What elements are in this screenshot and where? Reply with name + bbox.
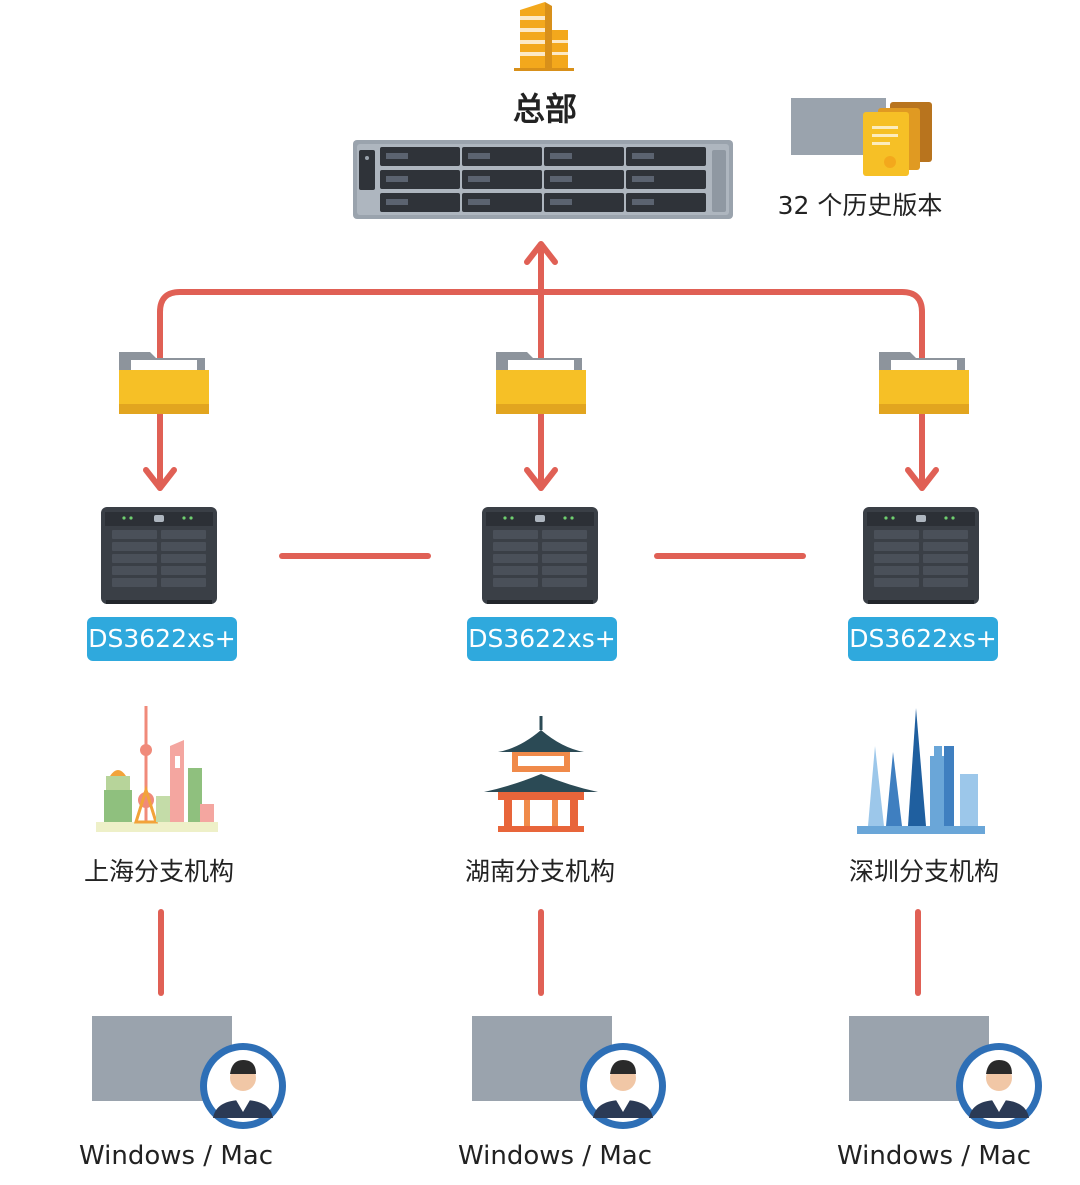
folder-icon xyxy=(496,352,586,414)
branch-name-shenzhen: 深圳分支机构 xyxy=(848,857,999,886)
client-os-label: Windows / Mac xyxy=(836,1141,1031,1171)
office-building-icon xyxy=(514,2,574,71)
center-arrowhead xyxy=(524,467,558,491)
pagoda-icon xyxy=(484,716,598,832)
left-arrowhead xyxy=(143,467,177,491)
tower-nas-icon xyxy=(482,507,598,604)
branch-name-hunan: 湖南分支机构 xyxy=(464,857,615,886)
shanghai-skyline-icon xyxy=(96,706,218,832)
rackmount-nas-icon xyxy=(353,140,733,219)
shenzhen-skyline-icon xyxy=(857,708,985,834)
history-versions-label: 32 个历史版本 xyxy=(777,191,943,220)
model-badge: DS3622xs+ xyxy=(848,617,998,661)
folder-icon xyxy=(879,352,969,414)
user-avatar-icon xyxy=(956,1043,1042,1129)
sync-connectors xyxy=(143,241,939,996)
document-stack-icon xyxy=(791,98,932,176)
right-arrowhead xyxy=(905,467,939,491)
hq-title: 总部 xyxy=(512,90,577,128)
user-avatar-icon xyxy=(580,1043,666,1129)
tower-nas-icon xyxy=(863,507,979,604)
client-os-label: Windows / Mac xyxy=(78,1141,273,1171)
user-avatar-icon xyxy=(200,1043,286,1129)
folder-icon xyxy=(119,352,209,414)
model-badge: DS3622xs+ xyxy=(87,617,237,661)
model-badge: DS3622xs+ xyxy=(467,617,617,661)
client-os-label: Windows / Mac xyxy=(457,1141,652,1171)
tower-nas-icon xyxy=(101,507,217,604)
top-arrowhead xyxy=(524,241,558,265)
branch-name-shanghai: 上海分支机构 xyxy=(83,857,234,886)
